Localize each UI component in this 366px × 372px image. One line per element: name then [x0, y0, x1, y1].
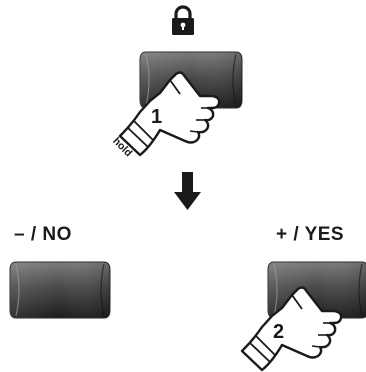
down-arrow-icon — [174, 172, 201, 210]
padlock-icon — [172, 7, 194, 35]
yes-button-label: + / YES — [276, 224, 344, 246]
step1-finger-number: 1 — [151, 106, 162, 128]
no-button-label: – / NO — [14, 224, 72, 246]
step2-finger-number: 2 — [273, 321, 284, 343]
no-button[interactable] — [10, 262, 110, 318]
